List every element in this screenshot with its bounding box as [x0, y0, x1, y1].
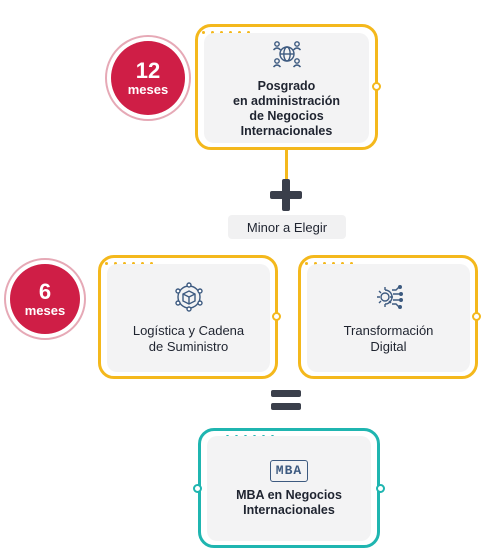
plus-operator [270, 179, 302, 211]
posgrado-card[interactable]: Posgrado en administración de Negocios I… [204, 33, 369, 143]
connector-dot [372, 82, 381, 91]
connector-dot-right [376, 484, 385, 493]
duration-badge-6-meses: 6 meses [4, 258, 86, 340]
connector-line [285, 150, 288, 180]
network-people-icon [271, 38, 303, 75]
box-network-icon [174, 281, 204, 317]
badge-ring [4, 258, 86, 340]
badge-ring [105, 35, 191, 121]
minor-label-digital: Transformación Digital [343, 322, 434, 354]
connector-dot-left [193, 484, 202, 493]
mba-title: MBA en Negocios Internacionales [236, 487, 342, 517]
plus-bar-vertical [282, 179, 290, 211]
minor-label-logistica: Logística y Cadena de Suministro [132, 322, 245, 354]
connector-dot [272, 312, 281, 321]
mba-badge-icon: MBA [270, 459, 308, 482]
digital-gear-icon [374, 282, 404, 317]
mba-card[interactable]: MBA MBA en Negocios Internacionales [207, 436, 371, 541]
connector-dot [472, 312, 481, 321]
minor-label: Minor a Elegir [228, 215, 346, 239]
equals-bar-bottom [271, 403, 301, 410]
minor-card-digital[interactable]: Transformación Digital [307, 264, 470, 372]
minor-card-logistica[interactable]: Logística y Cadena de Suministro [107, 264, 270, 372]
duration-badge-12-meses: 12 meses [105, 35, 191, 121]
equals-operator [271, 390, 301, 414]
posgrado-title: Posgrado en administración de Negocios I… [233, 78, 340, 138]
equals-bar-top [271, 390, 301, 397]
mba-badge-text: MBA [275, 463, 303, 478]
